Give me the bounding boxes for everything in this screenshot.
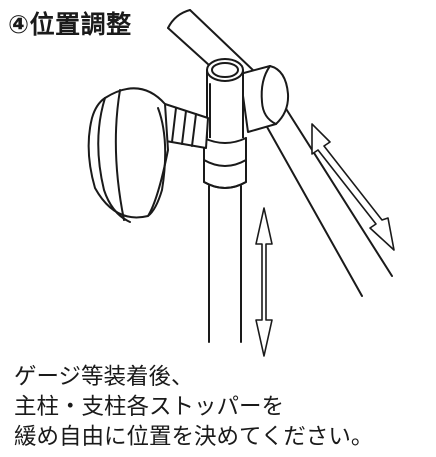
caption-line-1: ゲージ等装着後、 <box>14 364 194 390</box>
support-rod-lower <box>261 103 393 297</box>
caption-line-2: 主柱・支柱各ストッパーを <box>14 394 285 420</box>
vertical-adjust-arrow <box>255 207 273 357</box>
stand-illustration <box>87 9 395 357</box>
cross-clamp <box>239 65 290 133</box>
diagonal-adjust-arrow <box>311 123 395 251</box>
instruction-caption: ゲージ等装着後、 主柱・支柱各ストッパーを 緩め自由に位置を決めてください。 <box>14 362 373 452</box>
stopper-collar <box>203 137 247 189</box>
stopper-knob <box>87 87 169 223</box>
main-pole <box>208 185 242 343</box>
section-title: ④位置調整 <box>8 10 132 39</box>
knob-bolt <box>159 103 209 149</box>
caption-line-3: 緩め自由に位置を決めてください。 <box>14 424 374 450</box>
